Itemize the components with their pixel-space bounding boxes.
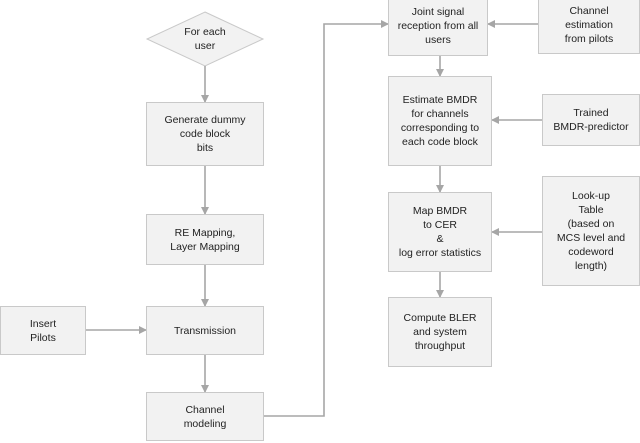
arrow-channel-to-reception: [264, 20, 389, 417]
trained-predictor-box: Trained BMDR-predictor: [542, 94, 640, 146]
joint-reception-box: Joint signal reception from all users: [388, 0, 488, 56]
channel-modeling-box: Channel modeling: [146, 392, 264, 441]
generate-bits-box: Generate dummy code block bits: [146, 102, 264, 166]
for-each-user-label: For each user: [184, 26, 226, 52]
insert-pilots-box: Insert Pilots: [0, 306, 86, 355]
map-bmdr-box: Map BMDR to CER & log error statistics: [388, 192, 492, 272]
channel-estimation-box: Channel estimation from pilots: [538, 0, 640, 54]
re-mapping-box: RE Mapping, Layer Mapping: [146, 214, 264, 265]
transmission-box: Transmission: [146, 306, 264, 355]
lookup-table-box: Look-up Table (based on MCS level and co…: [542, 176, 640, 286]
compute-bler-box: Compute BLER and system throughput: [388, 297, 492, 367]
estimate-bmdr-box: Estimate BMDR for channels corresponding…: [388, 76, 492, 166]
